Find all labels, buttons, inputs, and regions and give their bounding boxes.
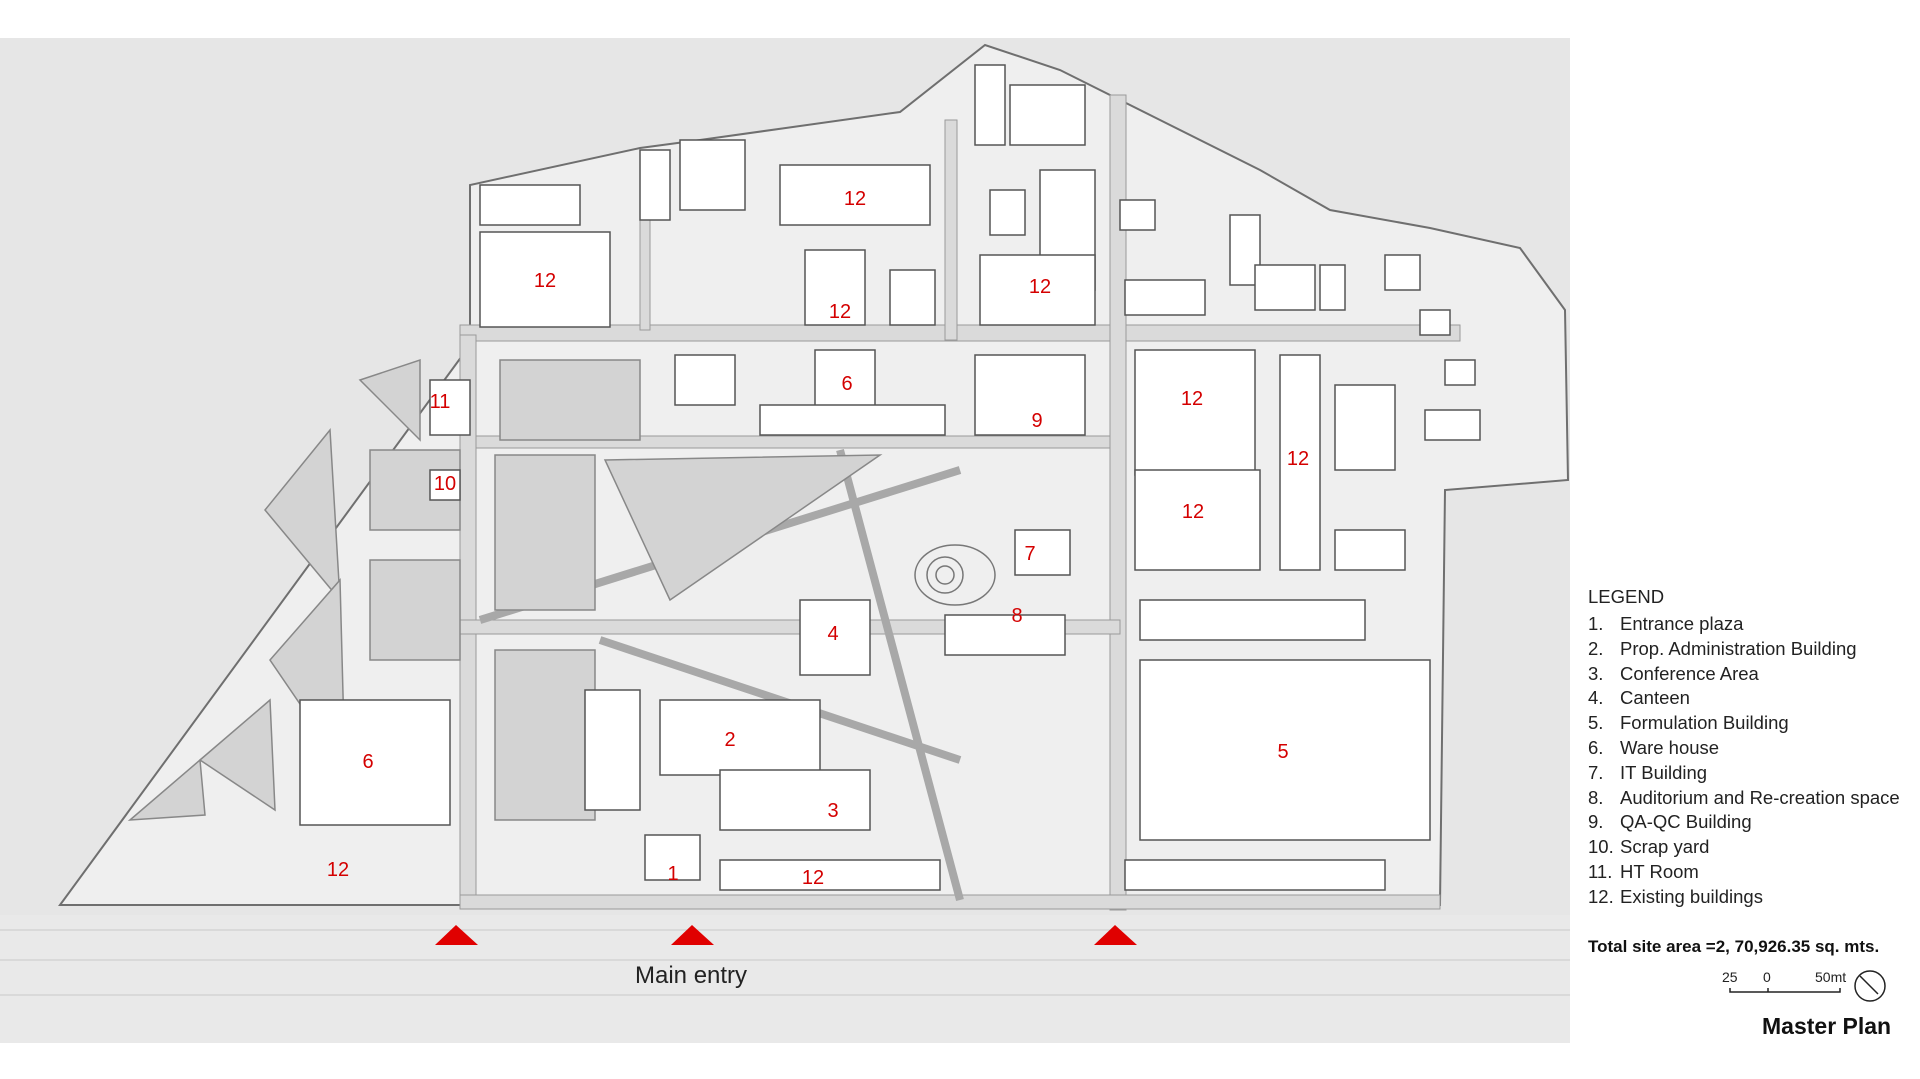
north-arrow-icon (1854, 970, 1886, 1002)
label-existing-buildings: 12 (327, 859, 349, 881)
legend-item: 2.Prop. Administration Building (1588, 637, 1857, 659)
scale-label-50mt: 50mt (1815, 969, 1846, 985)
label-scrap-yard: 10 (434, 473, 456, 495)
legend-item: 12.Existing buildings (1588, 885, 1763, 907)
label-canteen: 4 (827, 623, 838, 645)
entry-marker-west (435, 925, 478, 945)
legend-title: LEGEND (1588, 586, 1665, 607)
legend-item: 8.Auditorium and Re-creation space (1588, 786, 1900, 808)
buildings (299, 64, 1481, 891)
label-existing-buildings: 12 (829, 301, 851, 323)
main-entry-label: Main entry (635, 962, 748, 989)
internal-roads (459, 94, 1461, 911)
road-strip (0, 915, 1570, 1043)
label-conference-area: 3 (827, 800, 838, 822)
entry-markers (435, 925, 1137, 945)
label-entrance-plaza: 1 (667, 863, 678, 885)
legend-item: 10.Scrap yard (1588, 836, 1710, 858)
legend-item: 9.QA-QC Building (1588, 811, 1752, 833)
legend-item: 5.Formulation Building (1588, 712, 1789, 734)
label-existing-buildings: 12 (1181, 388, 1203, 410)
legend-item: 6.Ware house (1588, 736, 1720, 758)
building-number-labels: 12 12 12 12 12 6 12 11 9 12 12 10 7 8 4 … (327, 188, 1309, 889)
auditorium-circles (914, 544, 996, 606)
legend: LEGEND 1.Entrance plaza 2.Prop. Administ… (1588, 586, 1913, 910)
label-ware-house: 6 (841, 373, 852, 395)
legend-list: 1.Entrance plaza 2.Prop. Administration … (1588, 612, 1913, 910)
label-existing-buildings: 12 (1182, 501, 1204, 523)
label-existing-buildings: 12 (1287, 448, 1309, 470)
label-existing-buildings: 12 (802, 867, 824, 889)
label-existing-buildings: 12 (534, 270, 556, 292)
scale-label-0: 0 (1763, 969, 1771, 985)
legend-item: 3.Conference Area (1588, 662, 1759, 684)
legend-panel (1575, 38, 1920, 1079)
label-existing-buildings: 12 (844, 188, 866, 210)
label-qa-qc-building: 9 (1031, 410, 1042, 432)
legend-item: 11.HT Room (1588, 860, 1699, 882)
scale-label-25: 25 (1722, 969, 1738, 985)
legend-item: 1.Entrance plaza (1588, 613, 1744, 634)
plan-title: Master Plan (1762, 1013, 1892, 1039)
legend-item: 7.IT Building (1588, 761, 1708, 783)
scale-bar: 25 0 50mt (1722, 969, 1886, 1002)
label-auditorium: 8 (1011, 605, 1022, 627)
entry-marker-east (1094, 925, 1137, 945)
label-administration-building: 2 (724, 729, 735, 751)
label-it-building: 7 (1024, 543, 1035, 565)
scale-line (1729, 988, 1841, 993)
label-existing-buildings: 12 (1029, 276, 1051, 298)
road-lines (0, 929, 1570, 996)
label-ht-room: 11 (430, 391, 451, 413)
total-site-area: Total site area =2, 70,926.35 sq. mts. (1588, 937, 1880, 956)
label-formulation-building: 5 (1277, 741, 1288, 763)
legend-item: 4.Canteen (1588, 687, 1690, 709)
label-ware-house: 6 (362, 751, 373, 773)
entry-marker-main (671, 925, 714, 945)
